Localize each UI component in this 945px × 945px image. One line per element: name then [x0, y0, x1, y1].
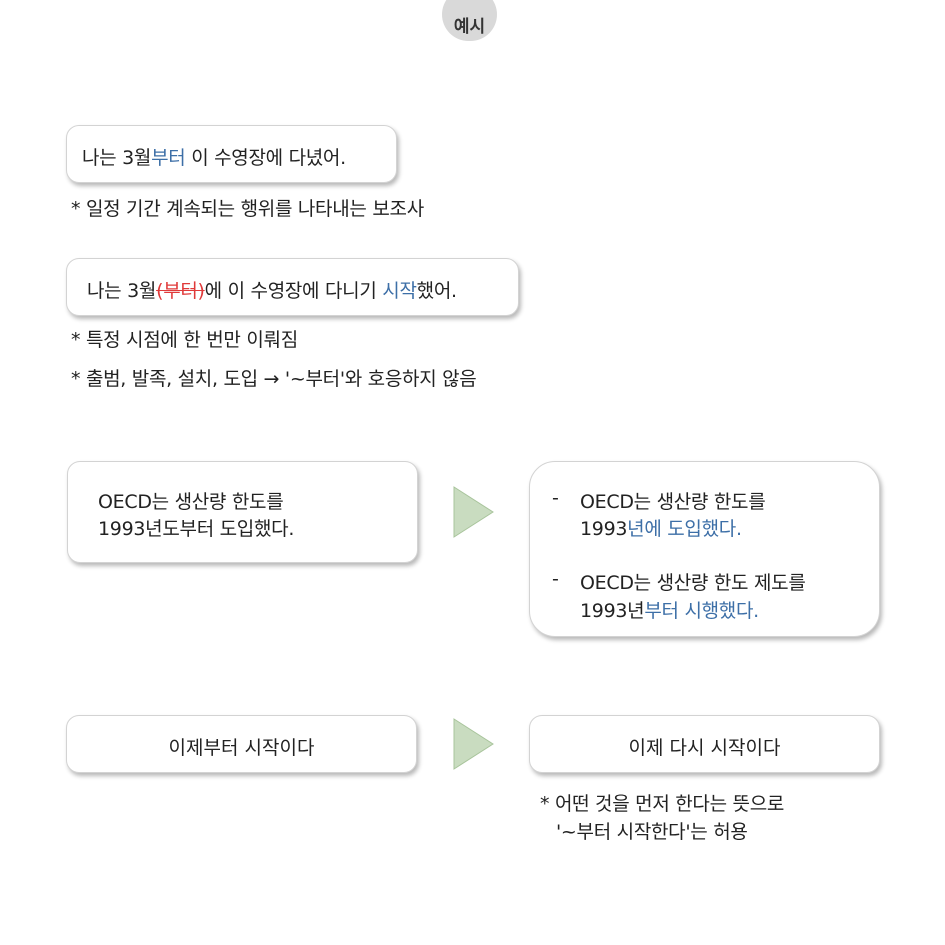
- example2-note-1: * 특정 시점에 한 번만 이뤄짐: [71, 329, 298, 351]
- example1-sentence-box: 나는 3월부터 이 수영장에 다녔어.: [66, 125, 397, 183]
- example2-text-middle: 에 이 수영장에 다니기: [204, 280, 383, 302]
- example2-highlight: 시작: [382, 280, 417, 302]
- example4-note-line1: * 어떤 것을 먼저 한다는 뜻으로: [540, 793, 785, 815]
- arrow-right-icon: [453, 486, 494, 538]
- example2-sentence-box: 나는 3월(부터)에 이 수영장에 다니기 시작했어.: [66, 258, 519, 316]
- arrow-right-icon-2: [453, 718, 494, 770]
- example3-dash-1: -: [552, 487, 559, 509]
- example4-corrected-text: 이제 다시 시작이다: [628, 737, 781, 759]
- example-tab-label: 예시: [453, 17, 486, 37]
- example2-sentence: 나는 3월(부터)에 이 수영장에 다니기 시작했어.: [87, 276, 457, 303]
- example4-original-text: 이제부터 시작이다: [168, 737, 315, 759]
- example3-corrected-1-plain: 1993: [580, 518, 628, 540]
- example3-corrected-item-2: -: [552, 568, 559, 590]
- example3-original-line1: OECD는 생산량 한도를: [98, 491, 284, 513]
- example2-text-before: 나는 3월: [87, 280, 157, 302]
- example-tab: 예시: [442, 0, 497, 41]
- example2-note-2: * 출범, 발족, 설치, 도입 → '~부터'와 호응하지 않음: [71, 368, 477, 390]
- example1-sentence: 나는 3월부터 이 수영장에 다녔어.: [82, 143, 346, 170]
- example2-struck-text: (부터): [156, 280, 205, 302]
- example4-original-box: 이제부터 시작이다: [66, 715, 417, 773]
- example4-corrected-box: 이제 다시 시작이다: [529, 715, 880, 773]
- example3-corrected-1-highlight: 년에 도입했다.: [627, 518, 742, 540]
- example1-text-after: 이 수영장에 다녔어.: [185, 147, 346, 169]
- example2-text-after: 했어.: [416, 280, 457, 302]
- example3-corrected-item-1: -: [552, 487, 559, 509]
- example1-text-before: 나는 3월: [82, 147, 152, 169]
- example3-corrected-2-plain: 1993년: [580, 600, 645, 622]
- example1-highlight: 부터: [151, 147, 186, 169]
- example3-original-line2: 1993년도부터 도입했다.: [98, 518, 295, 540]
- example3-corrected-1-line2: 1993년에 도입했다.: [580, 514, 742, 541]
- example3-corrected-2-highlight: 부터 시행했다.: [644, 600, 759, 622]
- example3-dash-2: -: [552, 568, 559, 590]
- example3-original-box: OECD는 생산량 한도를 1993년도부터 도입했다.: [67, 461, 418, 563]
- example3-corrected-2-line2: 1993년부터 시행했다.: [580, 596, 759, 623]
- example3-corrected-box: - OECD는 생산량 한도를 1993년에 도입했다. - OECD는 생산량…: [529, 461, 880, 637]
- example3-corrected-2-line1: OECD는 생산량 한도 제도를: [580, 572, 806, 594]
- example1-note: * 일정 기간 계속되는 행위를 나타내는 보조사: [71, 198, 424, 220]
- example4-note-line2: '~부터 시작한다'는 허용: [556, 821, 748, 843]
- example3-corrected-1-line1: OECD는 생산량 한도를: [580, 491, 766, 513]
